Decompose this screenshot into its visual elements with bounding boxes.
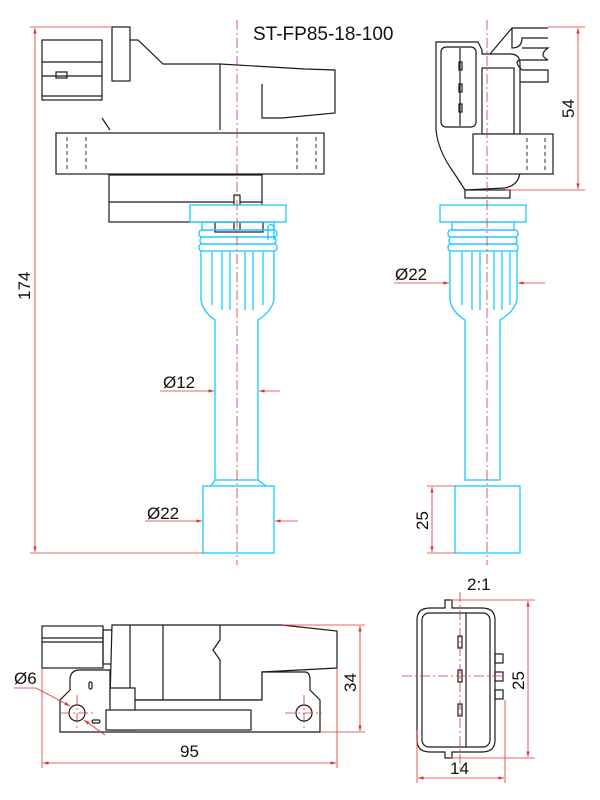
top-view <box>41 624 338 733</box>
body-height-label: 34 <box>341 673 360 692</box>
connector-view: 2:1 <box>402 575 505 770</box>
side-view <box>435 20 554 565</box>
overall-length-label: 174 <box>15 272 34 300</box>
connector-width-label: 14 <box>450 759 469 778</box>
tube-diameter-label: Ø12 <box>163 373 195 392</box>
boot-diameter-side-label: Ø22 <box>395 265 427 284</box>
connector-height-label: 25 <box>509 671 528 690</box>
body-length-label: 95 <box>180 742 199 761</box>
scale-label: 2:1 <box>467 575 491 594</box>
connector-dimensions: 25 14 <box>416 599 535 783</box>
part-number-title: ST-FP85-18-100 <box>253 24 393 45</box>
side-dimensions: 54 Ø22 25 <box>394 26 585 554</box>
side-height-label: 54 <box>559 99 578 118</box>
top-dimensions: Ø6 34 95 <box>14 624 365 768</box>
mount-hole-label: Ø6 <box>14 669 37 688</box>
cap-length-label: 25 <box>413 511 432 530</box>
front-view <box>41 20 336 565</box>
boot-diameter-front-label: Ø22 <box>147 504 179 523</box>
front-dimensions: 174 Ø12 Ø22 <box>15 26 298 554</box>
